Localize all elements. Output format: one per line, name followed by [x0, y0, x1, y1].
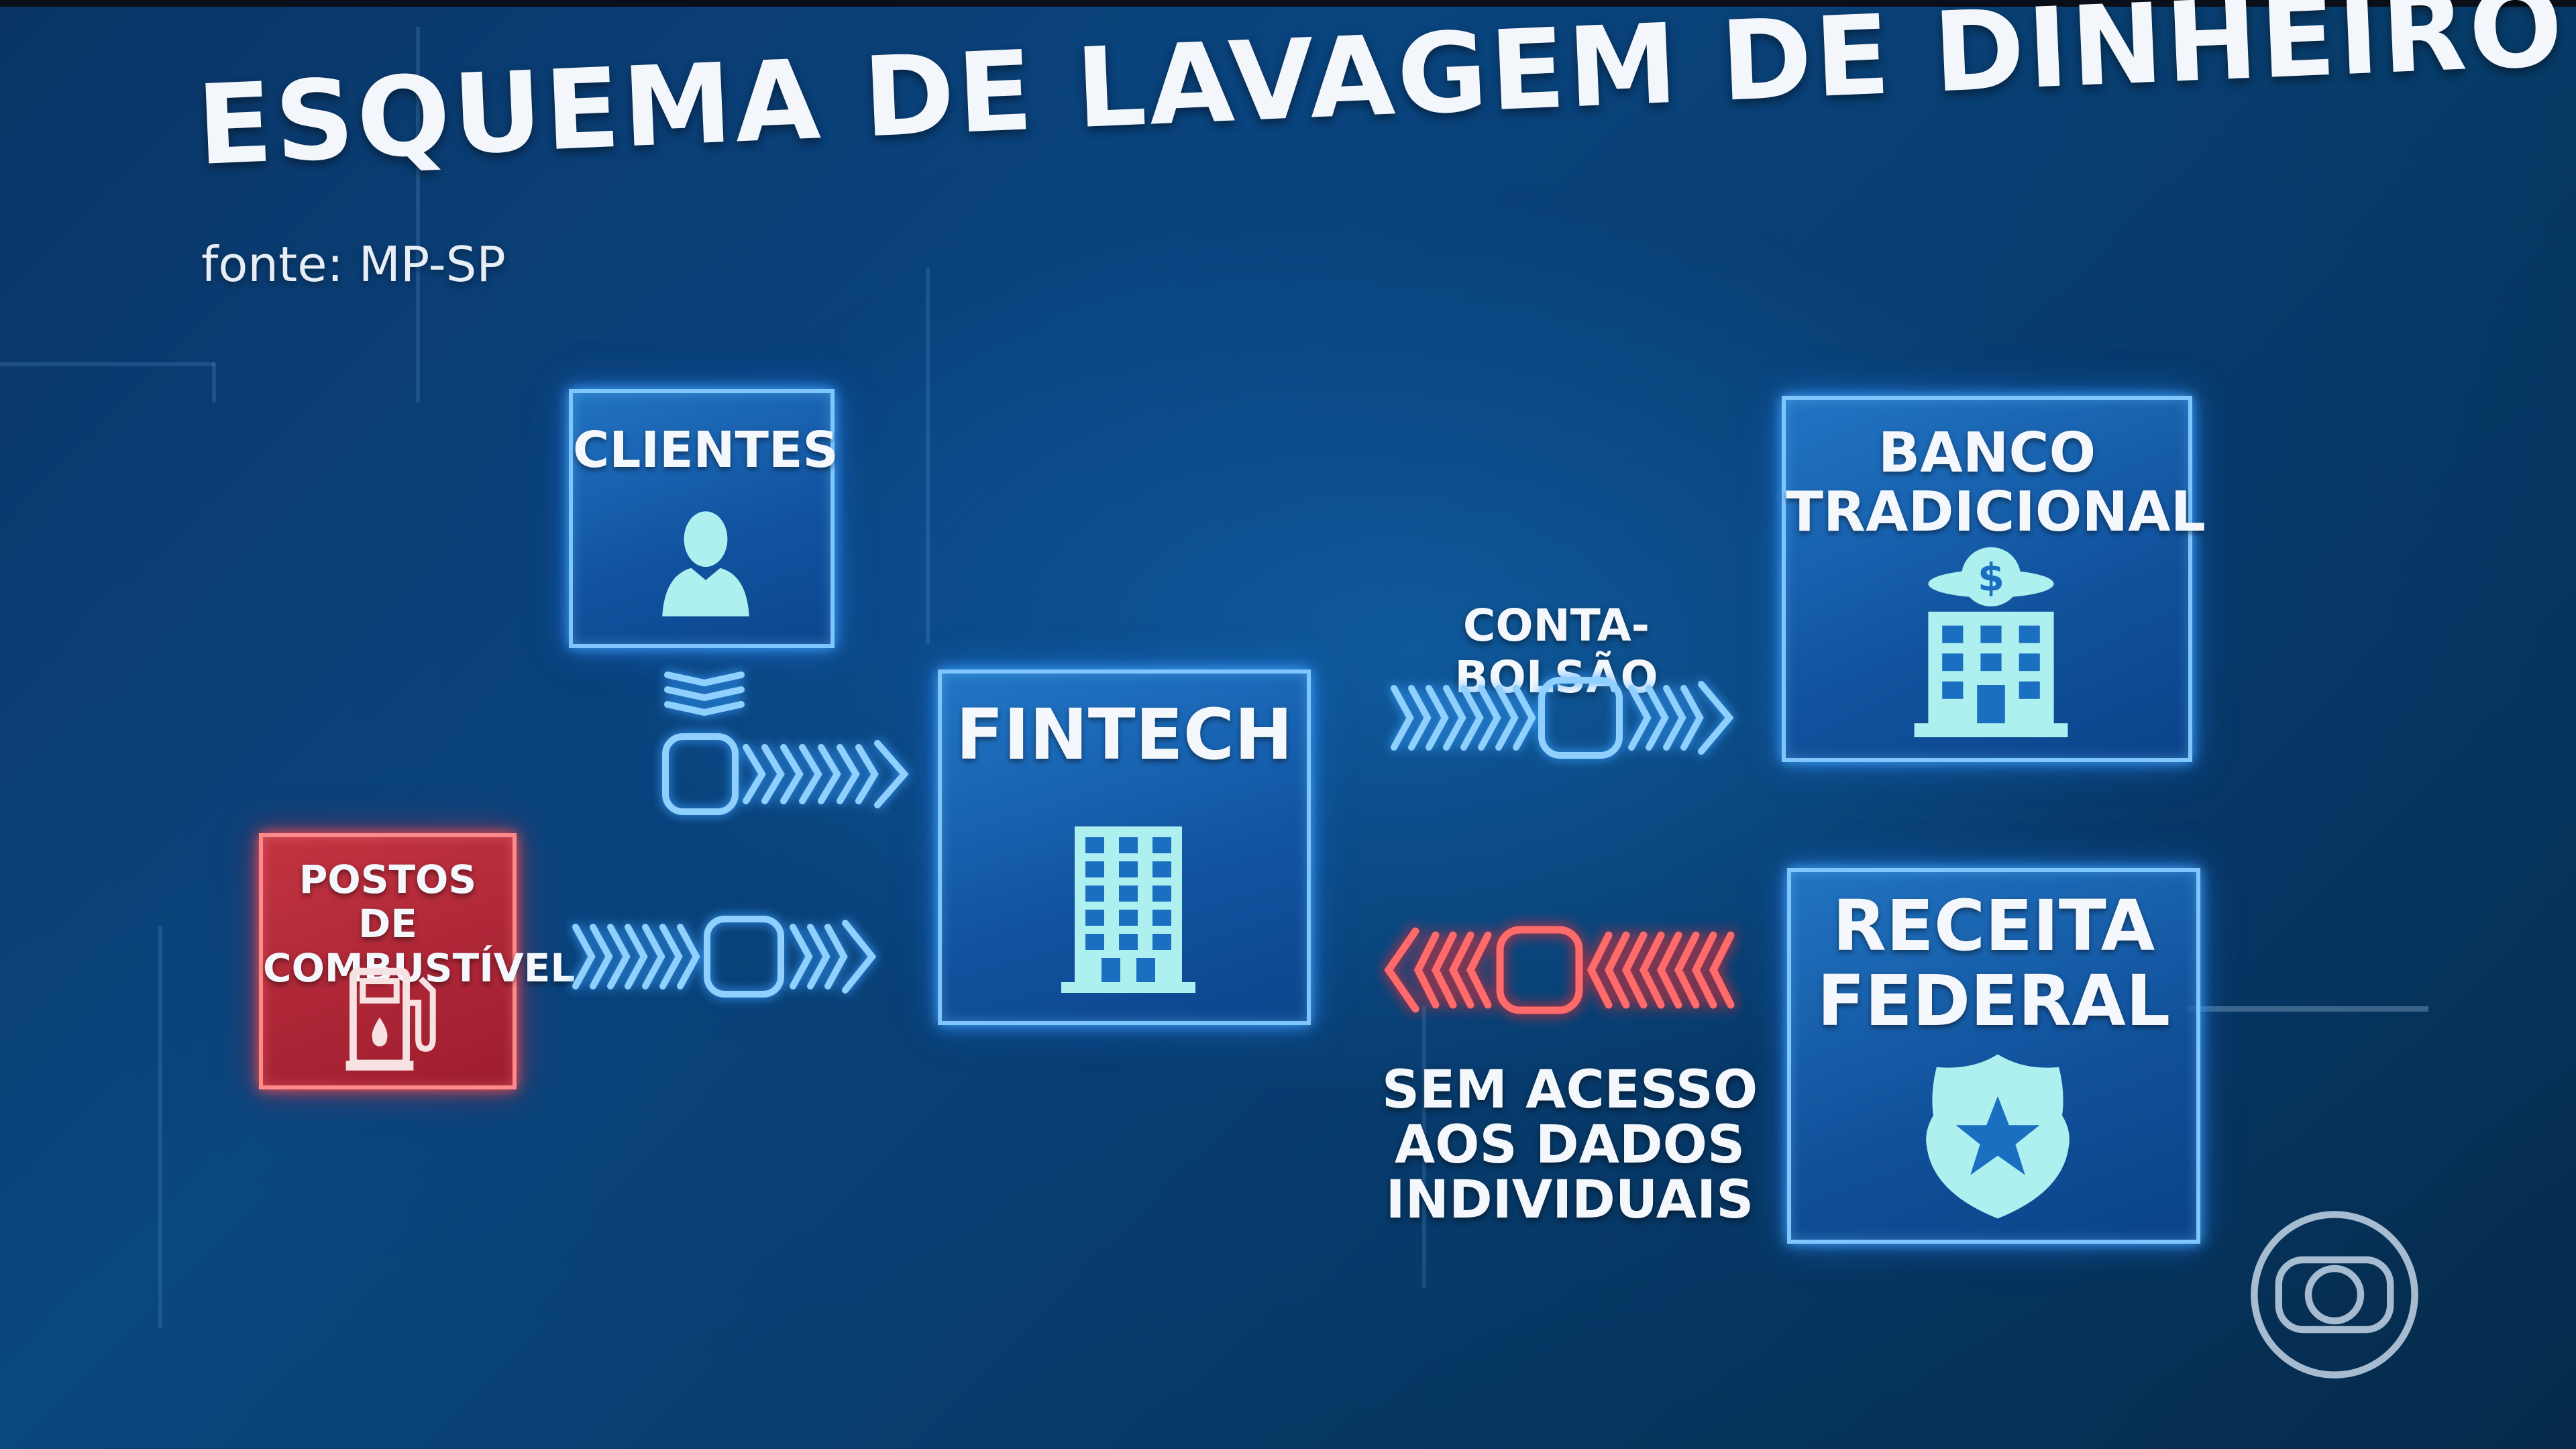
flow-arrow-receita-fintech: [1384, 926, 1735, 1014]
person-icon: [662, 511, 749, 616]
bg-line: [2187, 1006, 2428, 1012]
flow-arrow-postos-fintech: [572, 916, 877, 998]
edge-label-sem-acesso: SEM ACESSO AOS DADOS INDIVIDUAIS: [1381, 1060, 1758, 1230]
page-title: ESQUEMA DE LAVAGEM DE DINHEIRO: [194, 0, 2568, 191]
node-fintech-label: FINTECH: [955, 694, 1293, 775]
node-banco-label: BANCO TRADICIONAL: [1786, 421, 2206, 544]
node-fintech: FINTECH: [938, 669, 1311, 1025]
node-postos: POSTOS DE COMBUSTÍVEL: [259, 833, 576, 1089]
broadcaster-logo-icon: [2251, 1211, 2418, 1379]
node-banco: BANCO TRADICIONAL $: [1782, 396, 2206, 762]
node-clientes-label: CLIENTES: [573, 421, 839, 479]
node-clientes: CLIENTES: [569, 389, 839, 648]
node-receita-label: RECEITA FEDERAL: [1817, 885, 2171, 1042]
bg-line: [212, 362, 216, 402]
node-postos-label: POSTOS DE COMBUSTÍVEL: [263, 857, 576, 991]
police-badge-star-icon: [1926, 1054, 2070, 1219]
node-receita: RECEITA FEDERAL: [1787, 868, 2200, 1244]
flow-arrow-fintech-banco: [1391, 677, 1734, 759]
flow-arrow-clientes-fintech: [662, 672, 909, 815]
bank-dollar-icon: $: [1914, 547, 2068, 737]
bg-line: [416, 27, 420, 402]
top-bar: [0, 0, 2576, 7]
fuel-pump-icon: [345, 967, 436, 1071]
svg-text:$: $: [1978, 556, 2004, 600]
bg-line: [926, 268, 930, 644]
bg-line: [0, 362, 215, 366]
bg-line: [158, 926, 162, 1328]
source-note: fonte: MP-SP: [201, 236, 506, 292]
office-building-icon: [1061, 826, 1195, 993]
bg-line: [1422, 1006, 1426, 1288]
